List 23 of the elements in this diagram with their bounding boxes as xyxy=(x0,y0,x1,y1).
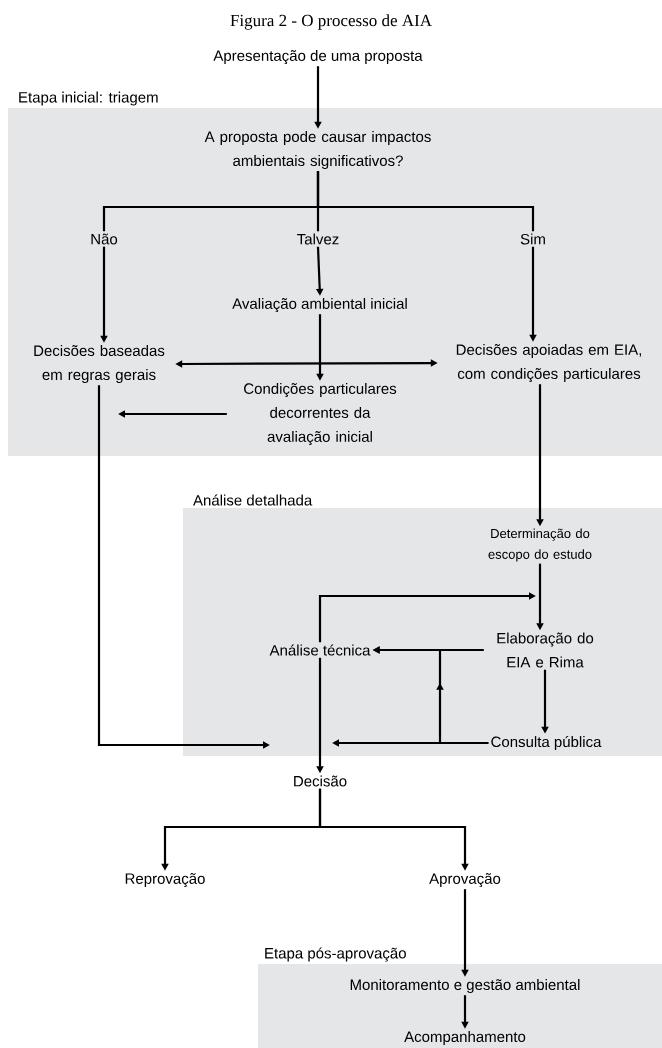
step-text: Decisão xyxy=(294,775,347,787)
step-text: Decisões baseadas em regras gerais xyxy=(34,345,165,383)
step-text: Acompanhamento xyxy=(404,1031,526,1045)
step-text: Decisões apoiadas em EIA, com condições particulares xyxy=(456,344,641,383)
figure-title: Figura 2 - O processo de AIA xyxy=(230,14,432,30)
step-text: A proposta pode causar impactos ambientais significativos? xyxy=(204,131,431,169)
step-text: Monitoramento e gestão ambiental xyxy=(350,979,580,993)
step-text: Aprovação xyxy=(429,873,501,887)
step-text: Talvez xyxy=(297,233,339,245)
step-text: Não xyxy=(91,233,118,245)
step-text: Condições particulares decorrentes da avaliação inicial xyxy=(244,383,397,446)
connector-line xyxy=(316,171,535,232)
step-text: Sim xyxy=(520,233,545,245)
step-text: Elaboração do EIA e Rima xyxy=(497,632,594,668)
node-label: Etapa pós-aprovação xyxy=(265,947,406,962)
node-label: Análise detalhada xyxy=(193,494,313,506)
step-text: Análise técnica xyxy=(269,644,371,656)
step-text: Reprovação xyxy=(125,873,205,887)
node-label: Etapa inicial: triagem xyxy=(19,91,158,106)
step-text: Apresentação de uma proposta xyxy=(213,50,423,65)
step-text: Determinação do escopo do estudo xyxy=(488,528,592,562)
step-text: Consulta pública xyxy=(491,735,602,751)
step-text: Avaliação ambiental inicial xyxy=(232,298,407,313)
